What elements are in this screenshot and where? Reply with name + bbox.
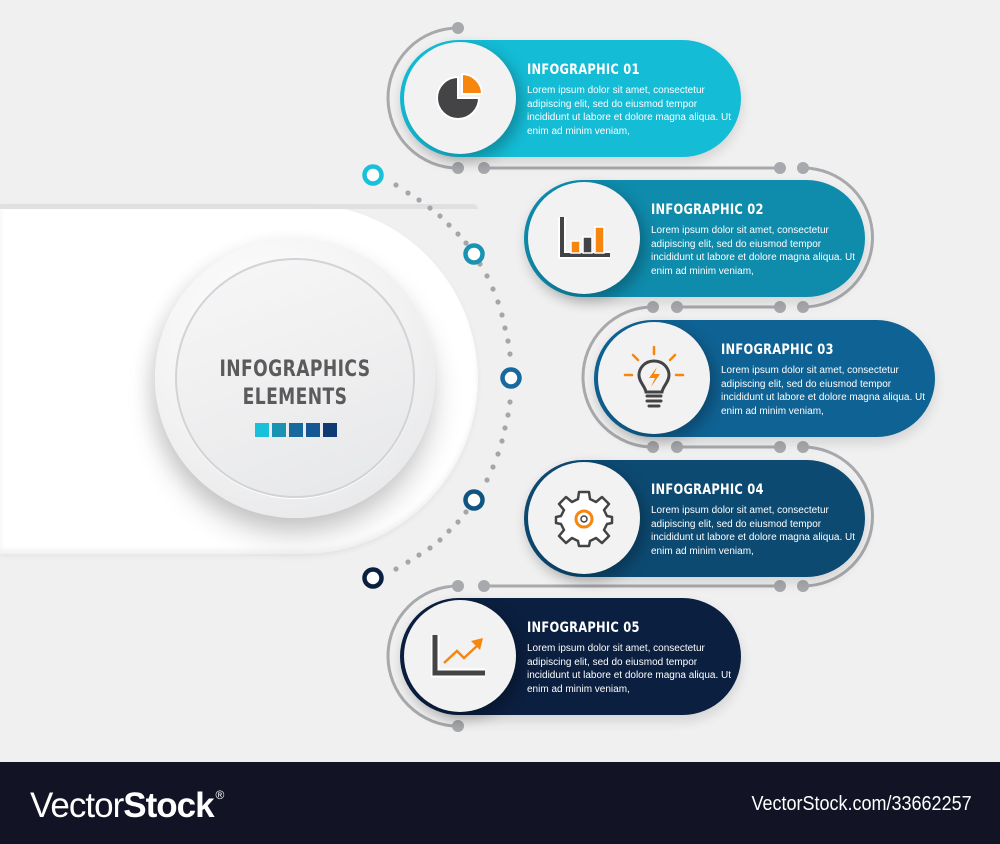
- vectorstock-logo: VectorStock®: [30, 786, 225, 826]
- card-body: Lorem ipsum dolor sit amet, consectetur …: [651, 225, 856, 277]
- swatch-5: [323, 423, 337, 437]
- ring-marker-3: [500, 367, 522, 389]
- card-body: Lorem ipsum dolor sit amet, consectetur …: [527, 643, 732, 695]
- gear-icon: [554, 490, 614, 548]
- bar-chart-icon: [558, 217, 610, 259]
- infographic-canvas: INFOGRAPHICS ELEMENTS INFOGRAPHIC 01 Lor…: [0, 22, 935, 732]
- icon-disc: [404, 42, 516, 154]
- card-body: Lorem ipsum dolor sit amet, consectetur …: [721, 365, 926, 417]
- hub-title: INFOGRAPHICS ELEMENTS: [203, 356, 387, 412]
- registered-mark: ®: [215, 788, 225, 802]
- central-hub: INFOGRAPHICS ELEMENTS: [155, 238, 435, 518]
- icon-disc: [528, 182, 640, 294]
- hub-title-line2: ELEMENTS: [242, 385, 348, 410]
- icon-disc: [598, 322, 710, 434]
- card-title: INFOGRAPHIC 05: [527, 620, 640, 636]
- pie-chart-icon: [436, 72, 484, 120]
- card-infographic-04: INFOGRAPHIC 04 Lorem ipsum dolor sit ame…: [524, 460, 865, 577]
- hub-title-line1: INFOGRAPHICS: [219, 357, 371, 382]
- growth-chart-icon: [431, 635, 485, 678]
- card-title: INFOGRAPHIC 03: [721, 342, 834, 358]
- card-infographic-03: INFOGRAPHIC 03 Lorem ipsum dolor sit ame…: [594, 320, 935, 437]
- watermark-footer: VectorStock® VectorStock.com/33662257: [0, 762, 1000, 844]
- card-infographic-05: INFOGRAPHIC 05 Lorem ipsum dolor sit ame…: [400, 598, 741, 715]
- swatch-2: [272, 423, 286, 437]
- card-infographic-01: INFOGRAPHIC 01 Lorem ipsum dolor sit ame…: [400, 40, 741, 157]
- icon-disc: [404, 600, 516, 712]
- swatch-4: [306, 423, 320, 437]
- ring-marker-2: [463, 243, 485, 265]
- card-title: INFOGRAPHIC 02: [651, 202, 764, 218]
- card-body: Lorem ipsum dolor sit amet, consectetur …: [651, 505, 856, 557]
- swatch-3: [289, 423, 303, 437]
- card-body: Lorem ipsum dolor sit amet, consectetur …: [527, 85, 732, 137]
- card-title: INFOGRAPHIC 01: [527, 62, 640, 78]
- ring-marker-4: [463, 489, 485, 511]
- icon-disc: [528, 462, 640, 574]
- ring-marker-1: [362, 164, 384, 186]
- swatch-1: [255, 423, 269, 437]
- hub-inner-ring: INFOGRAPHICS ELEMENTS: [175, 258, 415, 498]
- ring-marker-5: [362, 567, 384, 589]
- logo-light: Vector: [30, 786, 124, 825]
- logo-bold: Stock: [123, 786, 214, 825]
- image-id: VectorStock.com/33662257: [751, 793, 972, 815]
- color-swatches: [255, 423, 337, 437]
- card-infographic-02: INFOGRAPHIC 02 Lorem ipsum dolor sit ame…: [524, 180, 865, 297]
- connector-lines: [362, 22, 874, 732]
- lightbulb-icon: [623, 345, 685, 408]
- dotted-arc: [393, 182, 513, 572]
- card-title: INFOGRAPHIC 04: [651, 482, 764, 498]
